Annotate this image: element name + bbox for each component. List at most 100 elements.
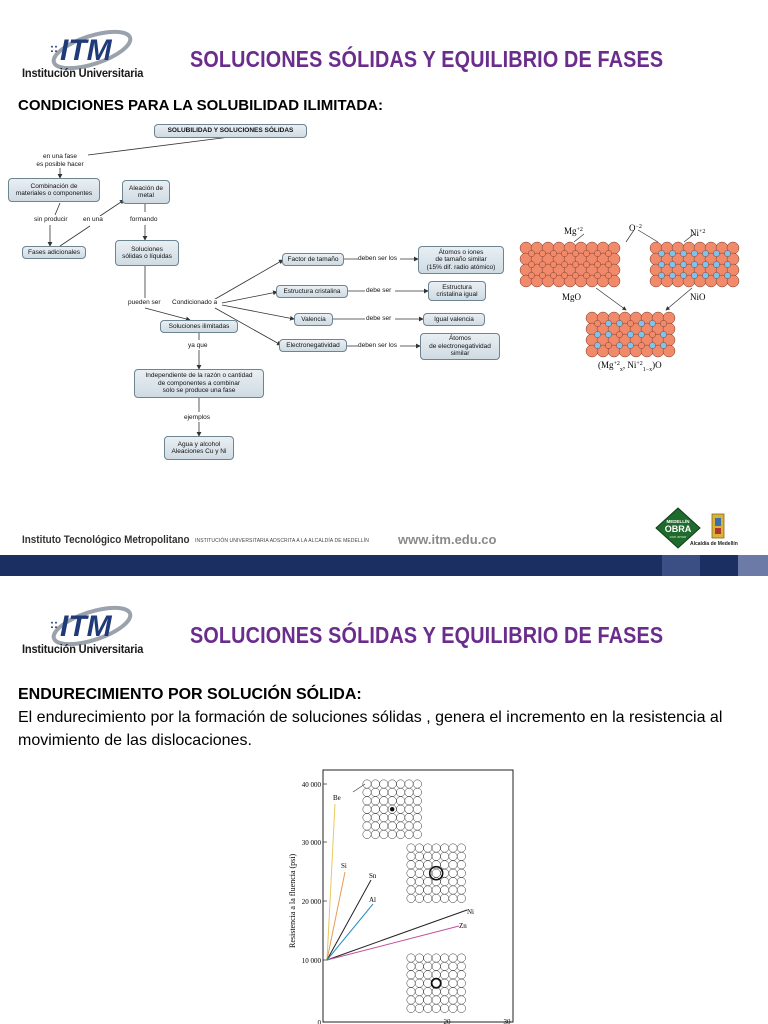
link-pueden-ser: pueden ser [128, 299, 161, 307]
itm-logo-icon: ITM :: [50, 29, 133, 71]
atom-grid-large-solute [406, 843, 466, 903]
cation-atom [658, 261, 665, 268]
body-paragraph: El endurecimiento por la formación de so… [18, 709, 723, 749]
logo-label: Institución Universitaria [22, 66, 144, 80]
svg-text:MEDELLÍN: MEDELLÍN [667, 517, 690, 524]
cation-atom [583, 261, 590, 268]
cation-atom [539, 250, 546, 257]
cation-atom [561, 261, 568, 268]
cation-atom [669, 261, 676, 268]
medellin-badge-icon: MEDELLÍN OBRA con amor [655, 507, 725, 549]
oxygen-atom [662, 344, 676, 358]
label-nio: NiO [690, 292, 706, 302]
link-debe-ser-1: debe ser [366, 287, 392, 295]
concept-map-connectors [47, 136, 429, 437]
concept-root: SOLUBILIDAD Y SOLUCIONES SÓLIDAS [154, 124, 307, 138]
concept-map: SOLUBILIDAD Y SOLUCIONES SÓLIDAS en una … [0, 118, 520, 468]
cation-atom [605, 331, 612, 338]
cation-atom [702, 272, 709, 279]
cation-atom [660, 331, 667, 338]
lattice-atom [412, 829, 422, 839]
cation-atom [660, 342, 667, 349]
concept-combinacion: Combinación de materiales o componentes [8, 178, 100, 202]
concept-aleacion: Aleación de metal [122, 180, 170, 204]
cation-atom [550, 261, 557, 268]
footer-institution-name: Instituto Tecnológico Metropolitano [22, 534, 190, 546]
footer-bar-block [738, 555, 768, 576]
footer-url: www.itm.edu.co [398, 532, 497, 547]
cation-atom [638, 320, 645, 327]
svg-text:ITM: ITM [60, 610, 113, 643]
cation-atom [660, 320, 667, 327]
cation-atom [605, 272, 612, 279]
mixed-lattice [585, 311, 676, 358]
cation-atom [594, 272, 601, 279]
oxygen-atom [607, 274, 621, 288]
concept-atomos-iones: Átomos o iones de tamaño similar (15% di… [418, 246, 504, 274]
graph-frame [322, 769, 514, 1023]
cation-atom [550, 250, 557, 257]
link-condicionado: Condicionado a [172, 299, 218, 307]
link-ya-que: ya que [188, 342, 208, 350]
cation-atom [572, 250, 579, 257]
slide-1: ITM :: Institución Universitaria SOLUCIO… [0, 29, 768, 576]
cation-atom [561, 250, 568, 257]
solute-atom [430, 977, 442, 989]
series-label: Sn [369, 872, 377, 880]
cation-atom [594, 261, 601, 268]
cation-atom [528, 250, 535, 257]
x-tick-label: 20 [444, 1018, 452, 1024]
series-line [326, 871, 346, 961]
cation-atom [594, 331, 601, 338]
cation-atom [638, 342, 645, 349]
concept-ejemplos: Agua y alcohol Aleaciones Cu y Ni [164, 436, 234, 460]
concept-igual-valencia: Igual valencia [423, 313, 485, 326]
cation-atom [691, 250, 698, 257]
cation-atom [528, 272, 535, 279]
footer-bar [0, 555, 768, 576]
cation-atom [539, 272, 546, 279]
series-label: Si [341, 862, 347, 870]
series-line [326, 909, 468, 961]
nio-lattice [649, 241, 740, 288]
cation-atom [605, 250, 612, 257]
series-line [326, 803, 336, 961]
itm-logo-icon: ITM :: [50, 605, 133, 647]
concept-estructura-igual: Estructura cristalina igual [428, 281, 486, 301]
cation-atom [649, 320, 656, 327]
solid-solution-crystal-diagram: Mg+2 O−2 Ni+2 MgO NiO (Mg+2x, Ni+21−x)O [519, 223, 740, 373]
section-heading: ENDURECIMIENTO POR SOLUCIÓN SÓLIDA: [18, 686, 362, 703]
label-mg: Mg+2 [564, 226, 583, 236]
series-line [326, 925, 460, 961]
atom-grid-be [362, 779, 422, 839]
series-label: Zn [459, 922, 467, 930]
cation-atom [616, 342, 623, 349]
lattice-atom [456, 1003, 466, 1013]
alcaldia-caption: Alcaldía de Medellín [690, 541, 738, 547]
concept-electronegatividad: Electronegatividad [279, 339, 347, 352]
y-tick-label: 0 [318, 1019, 322, 1024]
cation-atom [605, 261, 612, 268]
series-label: Al [369, 896, 376, 904]
cation-atom [539, 261, 546, 268]
cation-atom [594, 320, 601, 327]
cation-atom [702, 250, 709, 257]
graph-series [326, 803, 468, 961]
cation-atom [649, 331, 656, 338]
concept-atomos-electro: Átomos de electronegatividad similar [420, 333, 500, 360]
concept-estructura: Estructura cristalina [276, 285, 348, 298]
atom-grid-substitutional [406, 953, 466, 1013]
cation-atom [669, 250, 676, 257]
logo-label: Institución Universitaria [22, 642, 144, 656]
cation-atom [561, 272, 568, 279]
cation-atom [583, 272, 590, 279]
solute-atom [428, 865, 444, 881]
link-deben-ser-2: deben ser los [358, 342, 398, 350]
cation-atom [724, 272, 731, 279]
section-heading: CONDICIONES PARA LA SOLUBILIDAD ILIMITAD… [18, 97, 383, 114]
cation-atom [638, 331, 645, 338]
y-tick-label: 10 000 [302, 957, 322, 965]
cation-atom [691, 272, 698, 279]
cation-atom [583, 250, 590, 257]
